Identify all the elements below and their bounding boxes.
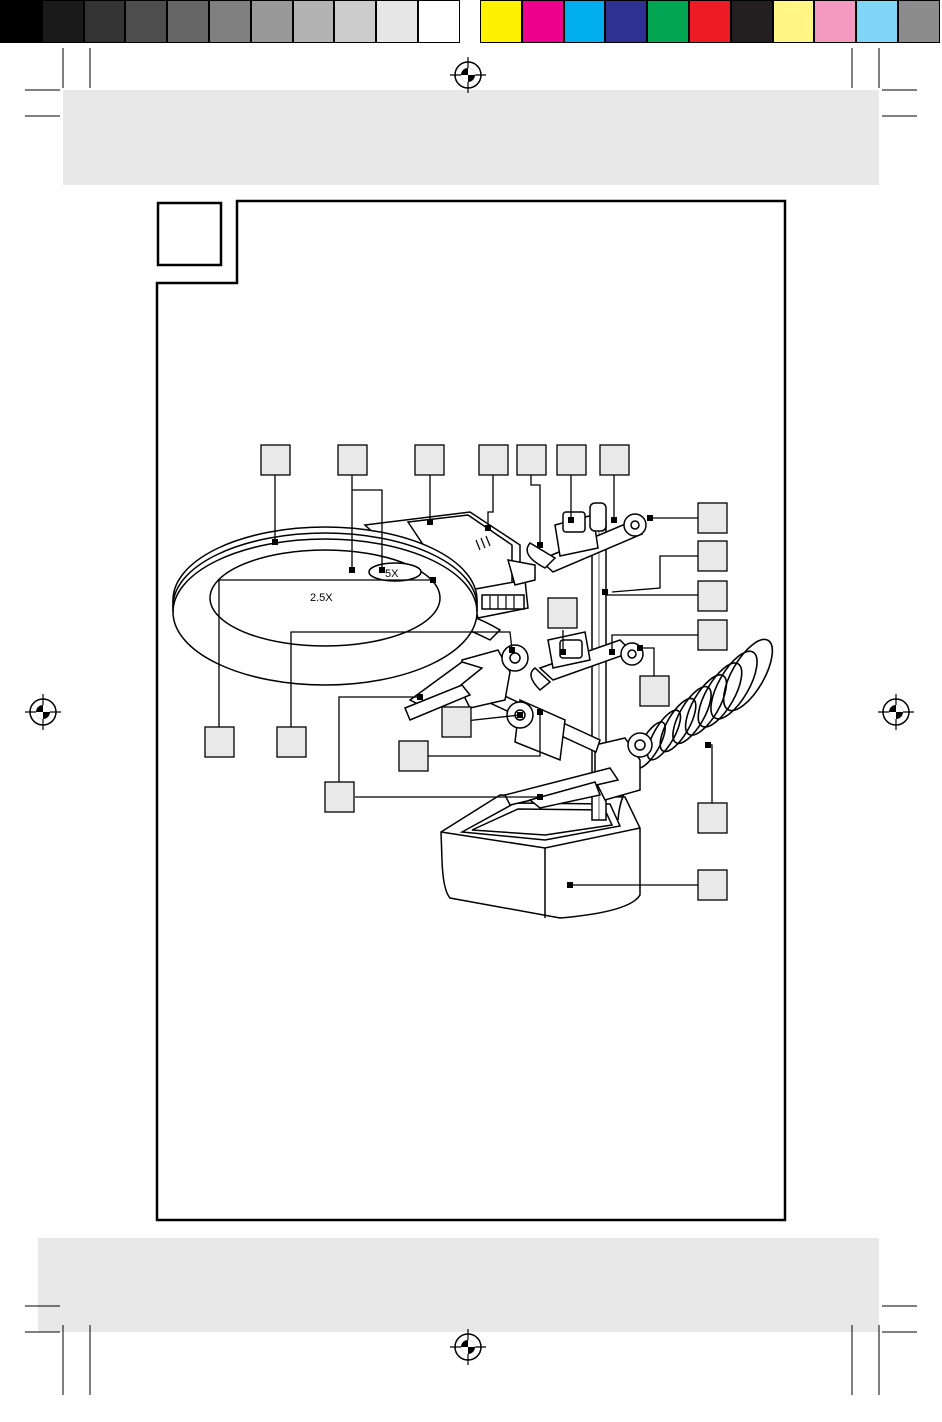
grey-swatch bbox=[334, 0, 377, 43]
helping-hand-drawing bbox=[172, 502, 774, 919]
grey-swatch bbox=[167, 0, 209, 43]
color-swatch bbox=[563, 0, 606, 43]
figure-number-box bbox=[156, 201, 223, 267]
large-lens-label: 2.5X bbox=[310, 592, 333, 604]
registration-mark-right bbox=[878, 694, 914, 730]
grey-swatch bbox=[292, 0, 335, 43]
registration-mark-left bbox=[25, 694, 61, 730]
color-swatch bbox=[772, 0, 815, 43]
color-swatch bbox=[689, 0, 731, 43]
color-swatch bbox=[856, 0, 898, 43]
small-lens-label: 5X bbox=[385, 568, 399, 580]
bottom-grey-band bbox=[38, 1238, 879, 1332]
grey-swatch bbox=[418, 0, 460, 43]
grey-swatch bbox=[41, 0, 84, 43]
registration-mark-bottom bbox=[450, 1329, 486, 1365]
color-swatch bbox=[521, 0, 564, 43]
grey-swatch bbox=[250, 0, 293, 43]
callout-dots bbox=[272, 515, 711, 888]
callout-leaders bbox=[218, 475, 713, 886]
color-swatch bbox=[730, 0, 773, 43]
top-grey-band bbox=[63, 90, 879, 185]
grey-swatch bbox=[0, 0, 42, 43]
grey-swatch bbox=[83, 0, 126, 43]
grey-swatch bbox=[209, 0, 251, 43]
color-swatch bbox=[647, 0, 689, 43]
grey-swatch bbox=[376, 0, 418, 43]
color-swatch bbox=[480, 0, 522, 43]
grey-swatch bbox=[125, 0, 168, 43]
registration-mark-top bbox=[450, 57, 486, 93]
color-swatch bbox=[605, 0, 648, 43]
crop-marks bbox=[25, 48, 917, 1395]
color-swatch bbox=[898, 0, 940, 43]
callout-boxes bbox=[204, 444, 728, 901]
color-swatch bbox=[814, 0, 857, 43]
